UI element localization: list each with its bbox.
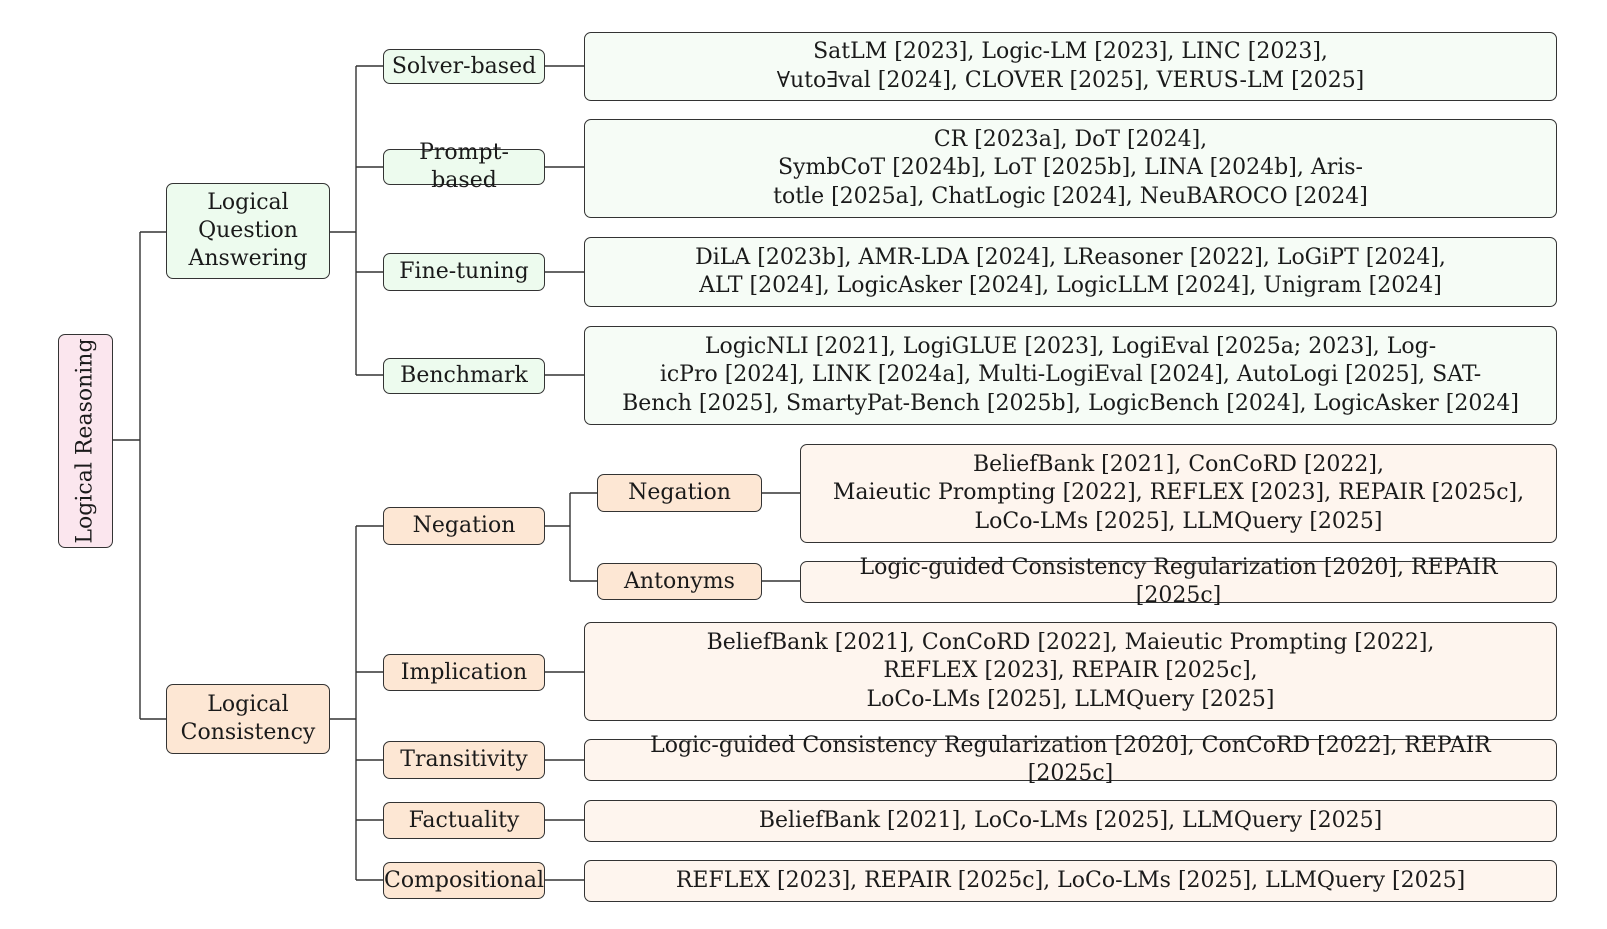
ref-line: BeliefBank [2021], ConCoRD [2022], Maieu… <box>706 629 1435 655</box>
category-solver-based: Solver-based <box>383 49 545 84</box>
refs-factuality: BeliefBank [2021], LoCo-LMs [2025], LLMQ… <box>584 800 1557 842</box>
ref-line: DiLA [2023b], AMR-LDA [2024], LReasoner … <box>695 244 1446 270</box>
category-transitivity: Transitivity <box>383 741 545 779</box>
ref-line: LoCo-LMs [2025], LLMQuery [2025] <box>866 686 1275 712</box>
category-benchmark: Benchmark <box>383 358 545 394</box>
ref-line: ∀uto∃val [2024], CLOVER [2025], VERUS-LM… <box>776 67 1365 93</box>
category-label: Implication <box>400 659 528 685</box>
category-fine-tuning: Fine-tuning <box>383 253 545 291</box>
ref-line: REFLEX [2023], REPAIR [2025c], LoCo-LMs … <box>675 867 1466 893</box>
category-compositional: Compositional <box>383 862 545 899</box>
branch-logical-consistency: Logical Consistency <box>166 684 330 754</box>
branch-label-line: Logical <box>207 190 289 215</box>
ref-line: icPro [2024], LINK [2024a], Multi-LogiEv… <box>659 362 1482 388</box>
branch-label-line: Answering <box>188 246 308 271</box>
category-label: Prompt-based <box>419 140 509 193</box>
ref-line: CR [2023a], DoT [2024], <box>933 126 1208 152</box>
category-label: Factuality <box>408 807 520 833</box>
refs-transitivity: Logic-guided Consistency Regularization … <box>584 733 1557 786</box>
branch-label-line: Consistency <box>180 720 316 745</box>
refs-implication: BeliefBank [2021], ConCoRD [2022], Maieu… <box>584 622 1557 721</box>
refs-negation: BeliefBank [2021], ConCoRD [2022], Maieu… <box>800 444 1557 543</box>
subcategory-label: Negation <box>628 480 731 505</box>
ref-line: BeliefBank [2021], ConCoRD [2022], <box>972 451 1384 477</box>
category-negation: Negation <box>383 507 545 545</box>
branch-logical-question-answering: Logical Question Answering <box>166 183 330 279</box>
ref-line: totle [2025a], ChatLogic [2024], NeuBARO… <box>773 183 1368 209</box>
ref-line: Maieutic Prompting [2022], REFLEX [2023]… <box>832 480 1525 506</box>
ref-line: Bench [2025], SmartyPat-Bench [2025b], L… <box>622 390 1519 416</box>
ref-line: Logic-guided Consistency Regularization … <box>859 554 1498 609</box>
ref-line: Logic-guided Consistency Regularization … <box>650 732 1491 787</box>
root-node: Logical Reasoning <box>58 334 113 548</box>
branch-label-line: Question <box>198 218 298 243</box>
category-label: Negation <box>412 513 516 538</box>
refs-prompt-based: CR [2023a], DoT [2024], SymbCoT [2024b],… <box>584 119 1557 218</box>
ref-line: LogicNLI [2021], LogiGLUE [2023], LogiEv… <box>704 333 1437 359</box>
ref-line: SymbCoT [2024b], LoT [2025b], LINA [2024… <box>778 155 1363 181</box>
ref-line: SatLM [2023], Logic-LM [2023], LINC [202… <box>813 39 1328 64</box>
refs-antonyms: Logic-guided Consistency Regularization … <box>800 555 1557 608</box>
category-factuality: Factuality <box>383 802 545 839</box>
category-implication: Implication <box>383 654 545 691</box>
refs-fine-tuning: DiLA [2023b], AMR-LDA [2024], LReasoner … <box>584 237 1557 307</box>
refs-benchmark: LogicNLI [2021], LogiGLUE [2023], LogiEv… <box>584 326 1557 425</box>
ref-line: BeliefBank [2021], LoCo-LMs [2025], LLMQ… <box>758 807 1383 833</box>
subcategory-negation: Negation <box>597 474 762 512</box>
ref-line: ALT [2024], LogicAsker [2024], LogicLLM … <box>699 273 1442 298</box>
category-label: Solver-based <box>391 53 537 79</box>
category-label: Transitivity <box>400 747 528 772</box>
ref-line: LoCo-LMs [2025], LLMQuery [2025] <box>974 508 1383 534</box>
ref-line: REFLEX [2023], REPAIR [2025c], <box>883 658 1258 684</box>
refs-solver-based: SatLM [2023], Logic-LM [2023], LINC [202… <box>584 32 1557 101</box>
category-label: Compositional <box>383 867 545 893</box>
category-label: Fine-tuning <box>399 259 529 284</box>
category-label: Benchmark <box>400 363 528 388</box>
subcategory-antonyms: Antonyms <box>597 563 762 600</box>
branch-label-line: Logical <box>207 692 289 717</box>
refs-compositional: REFLEX [2023], REPAIR [2025c], LoCo-LMs … <box>584 860 1557 902</box>
root-label: Logical Reasoning <box>72 338 98 544</box>
subcategory-label: Antonyms <box>624 568 735 594</box>
category-prompt-based: Prompt-based <box>383 140 545 193</box>
